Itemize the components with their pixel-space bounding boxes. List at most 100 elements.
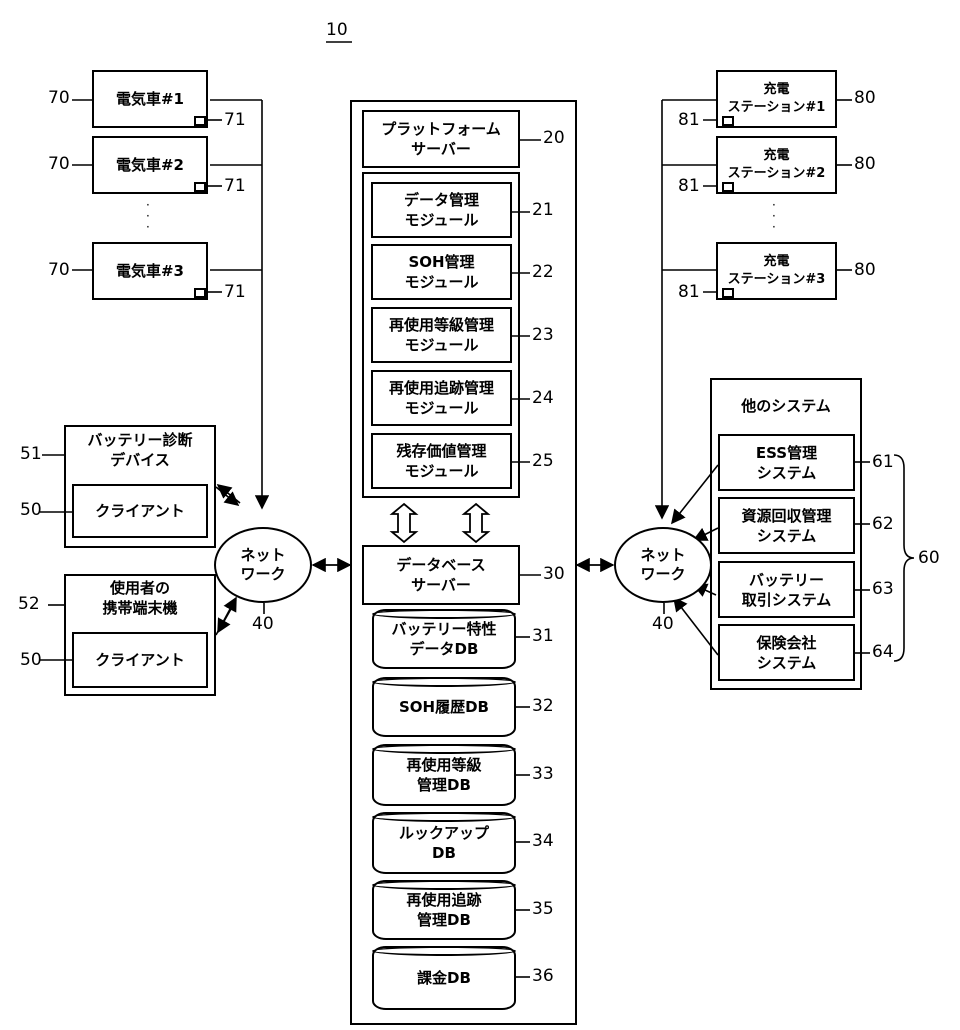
system-ess: ESS管理 システム: [718, 434, 855, 491]
figure-ref: 10: [326, 20, 348, 40]
db-billing: 課金DB: [372, 946, 516, 1010]
module-soh-label: SOH管理 モジュール: [405, 252, 479, 292]
station-1-port-ref: 81: [678, 110, 700, 130]
station-2-port: [722, 182, 734, 192]
database-server-label: データベース サーバー: [396, 555, 485, 595]
vehicle-ellipsis: · · ·: [146, 200, 150, 233]
module-residual-value-ref: 25: [532, 451, 554, 471]
station-2-label: 充電 ステーション#2: [728, 147, 826, 183]
db-battery-characteristics-label: バッテリー特性 データDB: [391, 619, 496, 659]
system-ess-label: ESS管理 システム: [756, 443, 817, 483]
system-ess-ref: 61: [872, 452, 894, 472]
station-3: 充電 ステーション#3: [716, 242, 837, 300]
network-right: ネット ワーク: [614, 527, 712, 603]
diag-device-ref: 51: [20, 444, 42, 464]
station-1-port: [722, 116, 734, 126]
module-reuse-tracking-label: 再使用追跡管理 モジュール: [389, 378, 494, 418]
station-3-ref: 80: [854, 260, 876, 280]
vehicle-2-ref: 70: [48, 154, 70, 174]
system-resource-recovery: 資源回収管理 システム: [718, 497, 855, 554]
station-2: 充電 ステーション#2: [716, 136, 837, 194]
vehicle-3-ref: 70: [48, 260, 70, 280]
vehicle-3-port-ref: 71: [224, 282, 246, 302]
db-reuse-tracking-label: 再使用追跡 管理DB: [406, 890, 481, 930]
station-3-label: 充電 ステーション#3: [728, 253, 826, 289]
db-reuse-grade-label: 再使用等級 管理DB: [406, 755, 481, 795]
user-terminal-label: 使用者の 携帯端末機: [64, 578, 216, 618]
module-reuse-tracking-ref: 24: [532, 388, 554, 408]
user-client: クライアント: [72, 632, 208, 688]
database-server-ref: 30: [543, 564, 565, 584]
db-lookup-label: ルックアップ DB: [399, 823, 489, 863]
station-2-port-ref: 81: [678, 176, 700, 196]
station-3-port: [722, 288, 734, 298]
platform-server-ref: 20: [543, 128, 565, 148]
network-right-label: ネット ワーク: [640, 546, 685, 584]
system-insurance-ref: 64: [872, 642, 894, 662]
station-2-ref: 80: [854, 154, 876, 174]
db-battery-characteristics: バッテリー特性 データDB: [372, 609, 516, 669]
vehicle-3-port: [194, 288, 206, 298]
db-soh-history-ref: 32: [532, 696, 554, 716]
platform-server-label: プラットフォーム サーバー: [381, 119, 501, 159]
db-reuse-grade-ref: 33: [532, 764, 554, 784]
vehicle-2-port-ref: 71: [224, 176, 246, 196]
vehicle-2-label: 電気車#2: [116, 155, 184, 175]
station-1-ref: 80: [854, 88, 876, 108]
vehicle-3-label: 電気車#3: [116, 261, 184, 281]
db-soh-history-label: SOH履歴DB: [399, 697, 489, 717]
station-3-port-ref: 81: [678, 282, 700, 302]
vehicle-3: 電気車#3: [92, 242, 208, 300]
module-reuse-tracking: 再使用追跡管理 モジュール: [371, 370, 512, 426]
network-right-ref: 40: [652, 614, 674, 634]
vehicle-2-port: [194, 182, 206, 192]
other-systems-ref: 60: [918, 548, 940, 568]
module-reuse-grade-label: 再使用等級管理 モジュール: [389, 315, 494, 355]
user-terminal-ref: 52: [18, 594, 40, 614]
database-server: データベース サーバー: [362, 545, 520, 605]
platform-server: プラットフォーム サーバー: [362, 110, 520, 168]
system-insurance: 保険会社 システム: [718, 624, 855, 681]
module-data-label: データ管理 モジュール: [404, 190, 479, 230]
diag-client-ref: 50: [20, 500, 42, 520]
user-client-label: クライアント: [95, 650, 184, 670]
db-soh-history: SOH履歴DB: [372, 677, 516, 737]
module-reuse-grade-ref: 23: [532, 325, 554, 345]
module-data-ref: 21: [532, 200, 554, 220]
vehicle-1-ref: 70: [48, 88, 70, 108]
system-battery-trading: バッテリー 取引システム: [718, 561, 855, 618]
module-residual-value-label: 残存価値管理 モジュール: [396, 441, 486, 481]
other-systems-title: 他のシステム: [710, 395, 862, 416]
user-client-ref: 50: [20, 650, 42, 670]
vehicle-1-label: 電気車#1: [116, 89, 184, 109]
diag-client: クライアント: [72, 484, 208, 538]
vehicle-1-port: [194, 116, 206, 126]
vehicle-1: 電気車#1: [92, 70, 208, 128]
db-reuse-tracking: 再使用追跡 管理DB: [372, 880, 516, 940]
db-battery-characteristics-ref: 31: [532, 626, 554, 646]
db-billing-ref: 36: [532, 966, 554, 986]
system-battery-trading-ref: 63: [872, 579, 894, 599]
db-reuse-tracking-ref: 35: [532, 899, 554, 919]
vehicle-2: 電気車#2: [92, 136, 208, 194]
module-reuse-grade: 再使用等級管理 モジュール: [371, 307, 512, 363]
module-residual-value: 残存価値管理 モジュール: [371, 433, 512, 489]
system-resource-recovery-ref: 62: [872, 514, 894, 534]
station-ellipsis: · · ·: [772, 200, 776, 233]
station-1-label: 充電 ステーション#1: [728, 81, 826, 117]
db-reuse-grade: 再使用等級 管理DB: [372, 744, 516, 806]
system-insurance-label: 保険会社 システム: [756, 633, 816, 673]
network-left-label: ネット ワーク: [240, 546, 285, 584]
network-left: ネット ワーク: [214, 527, 312, 603]
station-1: 充電 ステーション#1: [716, 70, 837, 128]
vehicle-1-port-ref: 71: [224, 110, 246, 130]
db-lookup-ref: 34: [532, 831, 554, 851]
db-billing-label: 課金DB: [417, 968, 471, 988]
module-soh: SOH管理 モジュール: [371, 244, 512, 300]
system-battery-trading-label: バッテリー 取引システム: [742, 570, 832, 610]
db-lookup: ルックアップ DB: [372, 812, 516, 874]
module-data: データ管理 モジュール: [371, 182, 512, 238]
module-soh-ref: 22: [532, 262, 554, 282]
diag-device-label: バッテリー診断 デバイス: [64, 430, 216, 470]
system-resource-recovery-label: 資源回収管理 システム: [741, 506, 831, 546]
